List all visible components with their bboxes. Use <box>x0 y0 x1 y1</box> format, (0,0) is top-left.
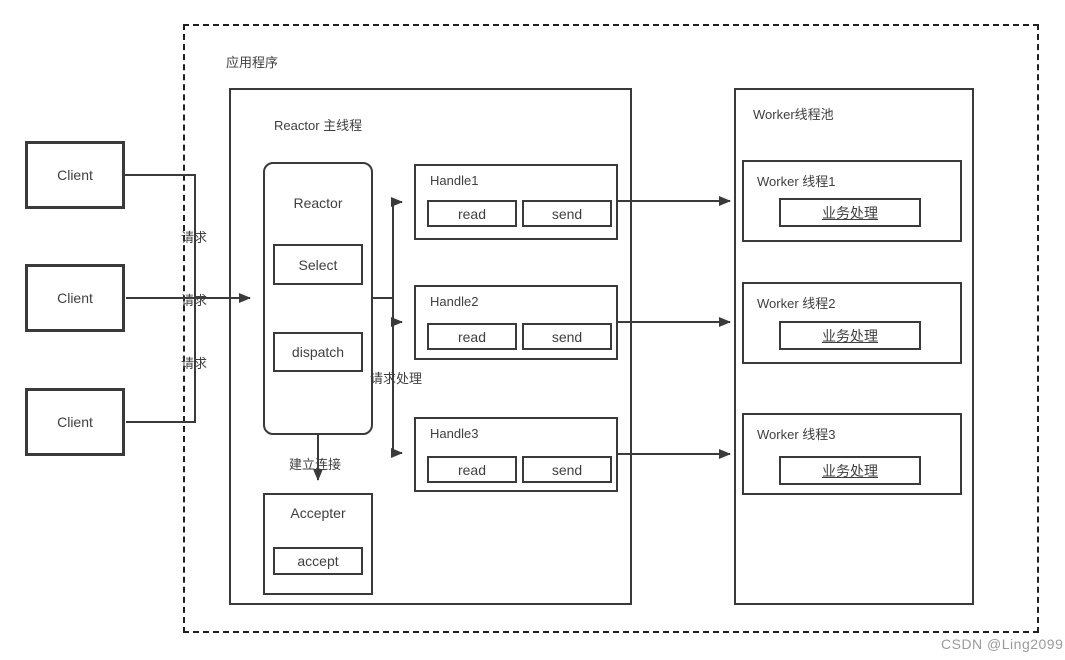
worker3-title: Worker 线程3 <box>757 427 836 442</box>
handle1-box: Handle1 read send <box>414 164 618 240</box>
client3-label: Client <box>57 414 93 430</box>
handle1-send-box: send <box>522 200 612 227</box>
worker2-title: Worker 线程2 <box>757 296 836 311</box>
dispatch-box: dispatch <box>273 332 363 372</box>
watermark: CSDN @Ling2099 <box>941 636 1064 652</box>
edge-label-establish-connection: 建立连接 <box>289 457 342 472</box>
edge-label-request-2: 请求 <box>181 293 208 308</box>
dispatch-label: dispatch <box>291 344 345 360</box>
handle1-read-box: read <box>427 200 517 227</box>
worker1-business-box: 业务处理 <box>779 198 921 227</box>
reactor-main-thread-label: Reactor 主线程 <box>274 118 363 133</box>
edge-label-request-handling: 请求处理 <box>370 371 423 386</box>
worker-pool-box <box>734 88 974 605</box>
accept-box: accept <box>273 547 363 575</box>
handle2-send-label: send <box>551 328 583 345</box>
handle2-title: Handle2 <box>430 294 479 309</box>
handle3-title: Handle3 <box>430 426 479 441</box>
handle3-send-label: send <box>551 461 583 478</box>
worker2-business-box: 业务处理 <box>779 321 921 350</box>
client1-box: Client <box>25 141 125 209</box>
client1-label: Client <box>57 167 93 183</box>
worker3-business-label: 业务处理 <box>822 462 878 479</box>
handle1-read-label: read <box>457 205 487 222</box>
worker2-box: Worker 线程2 业务处理 <box>742 282 962 364</box>
worker1-title: Worker 线程1 <box>757 174 836 189</box>
accept-label: accept <box>297 553 339 569</box>
worker3-box: Worker 线程3 业务处理 <box>742 413 962 495</box>
select-label: Select <box>298 256 338 273</box>
handle2-box: Handle2 read send <box>414 285 618 360</box>
handle1-title: Handle1 <box>430 173 479 188</box>
handle1-send-label: send <box>551 205 583 222</box>
client2-box: Client <box>25 264 125 332</box>
handle3-box: Handle3 read send <box>414 417 618 492</box>
handle3-read-label: read <box>457 461 487 478</box>
worker1-box: Worker 线程1 业务处理 <box>742 160 962 242</box>
reactor-main-thread-box <box>229 88 632 605</box>
handle3-send-box: send <box>522 456 612 483</box>
reactor-box: Reactor Select dispatch <box>263 162 373 435</box>
worker-pool-label: Worker线程池 <box>753 107 834 122</box>
worker2-business-label: 业务处理 <box>822 327 878 344</box>
select-box: Select <box>273 244 363 285</box>
accepter-box: Accepter accept <box>263 493 373 595</box>
client2-label: Client <box>57 290 93 306</box>
worker1-business-label: 业务处理 <box>822 204 878 221</box>
edge-label-request-1: 请求 <box>181 230 208 245</box>
handle3-read-box: read <box>427 456 517 483</box>
reactor-label: Reactor <box>293 195 343 211</box>
edge-label-request-3: 请求 <box>181 356 208 371</box>
accepter-label: Accepter <box>290 505 346 521</box>
handle2-read-box: read <box>427 323 517 350</box>
client3-box: Client <box>25 388 125 456</box>
handle2-read-label: read <box>457 328 487 345</box>
handle2-send-box: send <box>522 323 612 350</box>
application-label: 应用程序 <box>226 55 279 70</box>
worker3-business-box: 业务处理 <box>779 456 921 485</box>
